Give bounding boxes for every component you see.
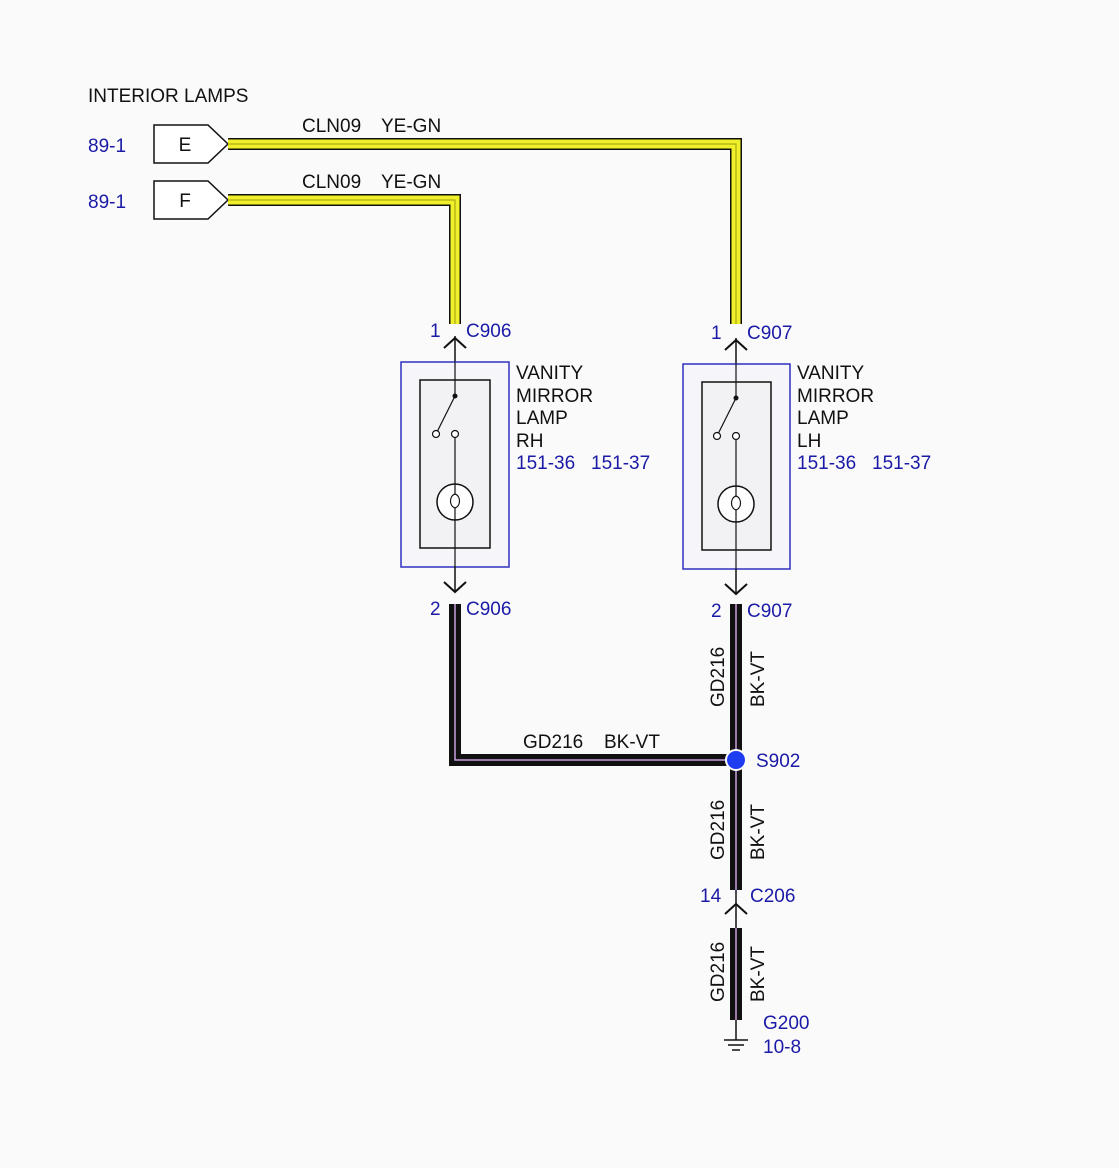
splice-dot[interactable] xyxy=(725,749,747,771)
vanity-mirror-lamp-rh[interactable]: 1 C906 VANITY MIRROR LAMP RH 151-36 151-… xyxy=(400,321,650,620)
rh-name-line-2: MIRROR xyxy=(516,386,593,407)
wire-lh-circuit-label: GD216 xyxy=(708,647,729,707)
wire-horizontal-circuit-label: GD216 xyxy=(523,732,583,753)
lh-ref-1[interactable]: 151-36 xyxy=(797,453,856,474)
wire-e-circuit-label: CLN09 xyxy=(302,116,361,137)
diagram-title: INTERIOR LAMPS xyxy=(88,86,248,107)
lh-lamp-icon xyxy=(717,485,755,569)
ground-icon xyxy=(724,1039,748,1051)
splice-name: S902 xyxy=(756,751,800,772)
connector-f-pin: F xyxy=(179,191,191,212)
vanity-mirror-lamp-lh[interactable]: 1 C907 VANITY MIRROR LAMP LH 151-36 151-… xyxy=(682,323,931,622)
lh-switch-icon xyxy=(712,364,741,486)
connector-f-shape xyxy=(153,180,230,220)
wire-splice-color-label: BK-VT xyxy=(748,804,769,860)
lh-bottom-pin-number: 2 xyxy=(711,601,722,622)
wire-splice-circuit-label: GD216 xyxy=(708,800,729,860)
lh-name-line-1: VANITY xyxy=(797,363,865,384)
rh-ref-2[interactable]: 151-37 xyxy=(591,453,650,474)
wire-f-color-label: YE-GN xyxy=(381,172,441,193)
lh-top-pin-number: 1 xyxy=(711,323,722,344)
connector-e-shape xyxy=(153,124,230,164)
c206-pin-number: 14 xyxy=(700,886,722,907)
rh-bottom-terminal-icon xyxy=(443,581,467,594)
wire-f-circuit-label: CLN09 xyxy=(302,172,361,193)
rh-bottom-pin-number: 2 xyxy=(430,599,441,620)
connector-f[interactable]: 89-1 F xyxy=(88,180,230,220)
lh-ref-2[interactable]: 151-37 xyxy=(872,453,931,474)
connector-e[interactable]: 89-1 E xyxy=(88,124,230,164)
rh-name-line-3: LAMP xyxy=(516,408,568,429)
inline-connector-c206[interactable]: 14 C206 xyxy=(700,886,795,928)
ground-g200[interactable]: G200 10-8 xyxy=(724,1013,809,1058)
rh-bottom-connector: C906 xyxy=(466,599,511,620)
wire-cln09-f[interactable] xyxy=(228,194,461,324)
lh-bottom-terminal-icon xyxy=(724,583,748,596)
wire-cln09-e[interactable] xyxy=(228,138,742,324)
c206-name: C206 xyxy=(750,886,795,907)
lh-name-line-2: MIRROR xyxy=(797,386,874,407)
rh-name-line-4: RH xyxy=(516,431,543,452)
connector-e-page-ref: 89-1 xyxy=(88,136,126,157)
rh-lamp-icon xyxy=(436,483,474,567)
lh-bottom-connector: C907 xyxy=(747,601,792,622)
ground-name: G200 xyxy=(763,1013,809,1034)
wire-gd216-rh-to-splice[interactable] xyxy=(449,604,736,766)
wire-ground-circuit-label: GD216 xyxy=(708,942,729,1002)
rh-top-connector: C906 xyxy=(466,321,511,342)
wire-horizontal-color-label: BK-VT xyxy=(604,732,660,753)
connector-e-pin: E xyxy=(179,135,192,156)
lh-name-line-4: LH xyxy=(797,431,821,452)
lh-top-connector: C907 xyxy=(747,323,792,344)
rh-switch-icon xyxy=(431,362,460,484)
wire-ground-color-label: BK-VT xyxy=(748,946,769,1002)
lh-name-line-3: LAMP xyxy=(797,408,849,429)
connector-f-page-ref: 89-1 xyxy=(88,192,126,213)
wire-e-color-label: YE-GN xyxy=(381,116,441,137)
ground-ref: 10-8 xyxy=(763,1037,801,1058)
rh-top-pin-number: 1 xyxy=(430,321,441,342)
rh-name-line-1: VANITY xyxy=(516,363,584,384)
wire-lh-color-label: BK-VT xyxy=(748,651,769,707)
rh-ref-1[interactable]: 151-36 xyxy=(516,453,575,474)
